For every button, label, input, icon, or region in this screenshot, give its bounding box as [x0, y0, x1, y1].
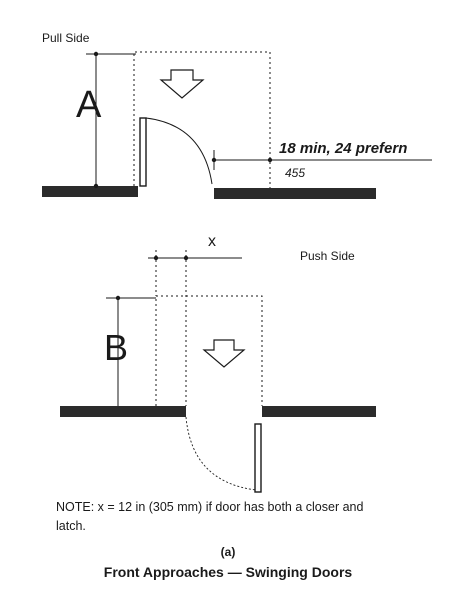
push-side-wall-right: [262, 406, 376, 417]
push-side-door-swing-arc: [185, 416, 257, 491]
clearance-dot-right: [267, 157, 273, 163]
dimension-a-top-dot: [93, 51, 99, 57]
pull-side-wall-left: [42, 186, 138, 197]
push-side-approach-arrow-icon: [202, 339, 246, 368]
dimension-b-top-dot: [115, 295, 121, 301]
dimension-a-label: A: [76, 84, 102, 126]
push-side-clearance-area: [155, 295, 263, 406]
pull-side-door-swing-arc: [145, 117, 213, 185]
push-side-label: Push Side: [300, 249, 355, 263]
pull-side-label: Pull Side: [42, 31, 90, 45]
push-side-door-leaf: [254, 423, 262, 493]
pull-side-clearance-area: [133, 51, 271, 188]
dimension-x-label: x: [208, 233, 216, 250]
push-side-wall-left: [60, 406, 186, 417]
dimension-b-label: B: [104, 327, 129, 368]
dimension-x-dot-right: [183, 255, 189, 261]
note-text: NOTE: x = 12 in (305 mm) if door has bot…: [56, 500, 364, 533]
figure-caption: Front Approaches — Swinging Doors: [103, 564, 353, 580]
clearance-number-label: 455: [285, 166, 306, 180]
pull-side-wall-right: [214, 188, 376, 199]
pull-side-approach-arrow-icon: [159, 69, 205, 99]
dimension-x-dot-left: [153, 255, 159, 261]
push-side-diagram: [60, 250, 376, 493]
clearance-dot-left: [211, 157, 217, 163]
clearance-dimension-label: 18 min, 24 prefern: [279, 140, 408, 157]
dimension-a-bottom-dot: [93, 183, 99, 189]
pull-side-door-leaf: [139, 117, 147, 187]
pull-side-diagram: [42, 51, 432, 199]
figure-subcaption: (a): [220, 545, 236, 559]
